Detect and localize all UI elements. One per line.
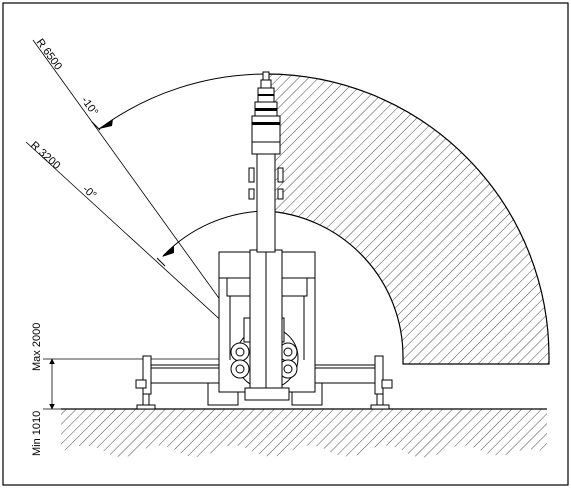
outer-radius-arc <box>98 73 267 130</box>
swing-zone-hatched <box>265 73 550 365</box>
outer-radius-tolerance: -10° <box>79 95 101 118</box>
inner-radius-label: R 3200 <box>28 139 62 172</box>
height-min-label: Min 1010 <box>31 411 43 456</box>
inner-radius-arc <box>162 210 267 257</box>
machine <box>135 71 393 410</box>
outer-radius-label: R 6500 <box>34 37 65 73</box>
height-max-label: Max 2000 <box>31 323 43 371</box>
outer-radius-arrowhead <box>99 119 113 129</box>
outer-tick <box>91 121 101 131</box>
ground-hatched <box>61 409 547 458</box>
inner-radius-tolerance: -0° <box>80 183 99 201</box>
inner-tick <box>156 257 166 267</box>
inner-radius-arrowhead <box>162 246 174 257</box>
drill-head-detail <box>252 94 280 125</box>
